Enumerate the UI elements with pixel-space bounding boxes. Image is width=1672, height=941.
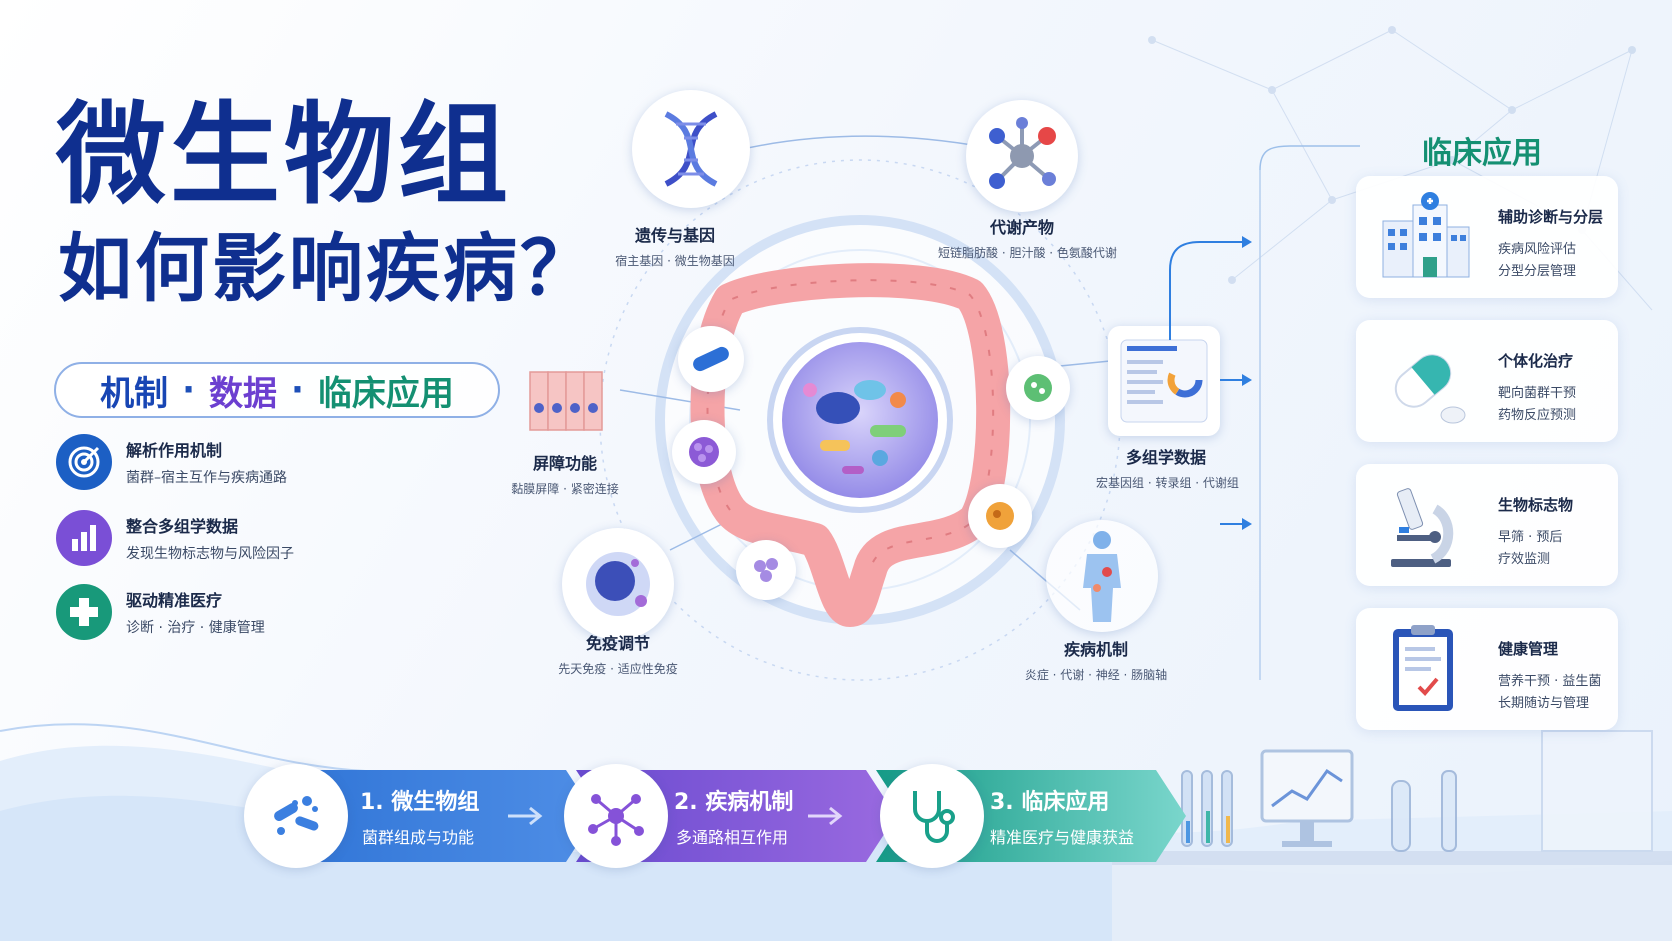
feature-subtitle: 诊断 · 治疗 · 健康管理 bbox=[126, 620, 265, 636]
flow-title: 2. 疾病机制 bbox=[674, 790, 794, 815]
tagline-separator: · bbox=[182, 370, 195, 410]
omics-title: 多组学数据 bbox=[1125, 448, 1206, 467]
disease-title: 疾病机制 bbox=[1063, 640, 1128, 659]
flow-title: 1. 微生物组 bbox=[360, 790, 480, 815]
immune-subtitle: 先天免疫 · 适应性免疫 bbox=[558, 662, 678, 676]
genetics-subtitle: 宿主基因 · 微生物基因 bbox=[615, 254, 735, 268]
feature-item-precision: 驱动精准医疗 诊断 · 治疗 · 健康管理 bbox=[56, 584, 265, 640]
card-line1: 疾病风险评估 bbox=[1498, 242, 1577, 257]
human-body-icon bbox=[1046, 520, 1158, 632]
clinical-connector-lines bbox=[1169, 145, 1360, 680]
feature-title: 解析作用机制 bbox=[126, 441, 223, 460]
card-line2: 长期随访与管理 bbox=[1498, 696, 1590, 711]
disease-subtitle: 炎症 · 代谢 · 神经 · 肠脑轴 bbox=[1024, 668, 1168, 682]
card-line2: 疗效监测 bbox=[1498, 552, 1551, 567]
hospital-icon bbox=[1368, 188, 1478, 286]
immune-cell-icon bbox=[562, 528, 674, 640]
microscope-icon bbox=[1368, 476, 1478, 574]
epithelium-barrier-icon bbox=[526, 366, 610, 434]
plus-cross-icon bbox=[56, 584, 112, 640]
barrier-title: 屏障功能 bbox=[532, 454, 597, 473]
card-line1: 靶向菌群干预 bbox=[1498, 386, 1577, 401]
tagline-mechanism: 机制 bbox=[100, 373, 169, 414]
omics-label: 多组学数据 宏基因组 · 转录组 · 代谢组 bbox=[1096, 444, 1239, 491]
feature-subtitle: 发现生物标志物与风险因子 bbox=[126, 546, 294, 562]
card-title: 生物标志物 bbox=[1498, 496, 1574, 514]
flow-subtitle: 菌群组成与功能 bbox=[362, 828, 475, 847]
feature-item-mechanism: 解析作用机制 菌群–宿主互作与疾病通路 bbox=[56, 434, 287, 490]
virus-purple-icon bbox=[672, 420, 736, 484]
card-line1: 营养干预 · 益生菌 bbox=[1498, 674, 1602, 689]
feature-item-omics: 整合多组学数据 发现生物标志物与风险因子 bbox=[56, 510, 294, 566]
lab-scene-illustration bbox=[1112, 730, 1672, 941]
card-title: 个体化治疗 bbox=[1498, 352, 1574, 370]
clipboard-icon bbox=[1368, 620, 1478, 718]
main-title-line2: 如何影响疾病？ bbox=[58, 226, 597, 312]
flow-subtitle: 多通路相互作用 bbox=[676, 828, 789, 847]
card-line2: 分型分层管理 bbox=[1498, 264, 1577, 279]
network-icon bbox=[564, 764, 668, 868]
immune-title: 免疫调节 bbox=[585, 634, 650, 653]
microbe-green-icon bbox=[1006, 356, 1070, 420]
metabolites-subtitle: 短链脂肪酸 · 胆汁酸 · 色氨酸代谢 bbox=[938, 246, 1117, 260]
omics-subtitle: 宏基因组 · 转录组 · 代谢组 bbox=[1096, 476, 1239, 490]
barrier-subtitle: 黏膜屏障 · 紧密连接 bbox=[511, 482, 619, 496]
microbe-orange-icon bbox=[968, 484, 1032, 548]
microbe-cluster-icon bbox=[736, 540, 796, 600]
feature-subtitle: 菌群–宿主互作与疾病通路 bbox=[126, 470, 287, 486]
clinical-card-treatment[interactable]: 个体化治疗 靶向菌群干预 药物反应预测 bbox=[1356, 320, 1618, 442]
capsule-icon bbox=[1368, 332, 1478, 430]
card-title: 健康管理 bbox=[1498, 640, 1559, 658]
flow-subtitle: 精准医疗与健康获益 bbox=[990, 828, 1135, 847]
card-line2: 药物反应预测 bbox=[1498, 408, 1577, 423]
feature-title: 整合多组学数据 bbox=[126, 517, 239, 536]
tagline-clinical: 临床应用 bbox=[317, 373, 454, 414]
flow-title: 3. 临床应用 bbox=[990, 790, 1110, 815]
clinical-card-health[interactable]: 健康管理 营养干预 · 益生菌 长期随访与管理 bbox=[1356, 608, 1618, 730]
bacteria-icon bbox=[244, 764, 348, 868]
target-icon bbox=[56, 434, 112, 490]
immune-label: 免疫调节 先天免疫 · 适应性免疫 bbox=[556, 630, 680, 677]
omics-report-icon bbox=[1108, 326, 1220, 436]
disease-label: 疾病机制 炎症 · 代谢 · 神经 · 肠脑轴 bbox=[1018, 636, 1174, 683]
genetics-label: 遗传与基因 宿主基因 · 微生物基因 bbox=[600, 222, 750, 269]
tagline-pill: 机制 · 数据 · 临床应用 bbox=[54, 362, 500, 418]
bar-chart-icon bbox=[56, 510, 112, 566]
main-title-line1: 微生物组 bbox=[56, 91, 512, 219]
barrier-label: 屏障功能 黏膜屏障 · 紧密连接 bbox=[500, 450, 630, 497]
dna-icon bbox=[632, 90, 750, 208]
clinical-card-diagnosis[interactable]: 辅助诊断与分层 疾病风险评估 分型分层管理 bbox=[1356, 176, 1618, 298]
gut-microbiome-diagram bbox=[599, 135, 1121, 681]
bacterium-rod-icon bbox=[678, 326, 744, 392]
feature-title: 驱动精准医疗 bbox=[126, 591, 223, 610]
clinical-heading: 临床应用 bbox=[1422, 136, 1542, 171]
metabolites-label: 代谢产物 短链脂肪酸 · 胆汁酸 · 色氨酸代谢 bbox=[938, 214, 1117, 261]
metabolites-title: 代谢产物 bbox=[989, 218, 1054, 237]
tagline-separator: · bbox=[291, 370, 304, 410]
tagline-data: 数据 bbox=[209, 373, 277, 414]
card-line1: 早筛 · 预后 bbox=[1498, 530, 1563, 545]
card-title: 辅助诊断与分层 bbox=[1498, 208, 1604, 226]
clinical-card-biomarker[interactable]: 生物标志物 早筛 · 预后 疗效监测 bbox=[1356, 464, 1618, 586]
molecule-icon bbox=[966, 100, 1078, 212]
stethoscope-icon bbox=[880, 764, 984, 868]
genetics-title: 遗传与基因 bbox=[634, 226, 715, 245]
